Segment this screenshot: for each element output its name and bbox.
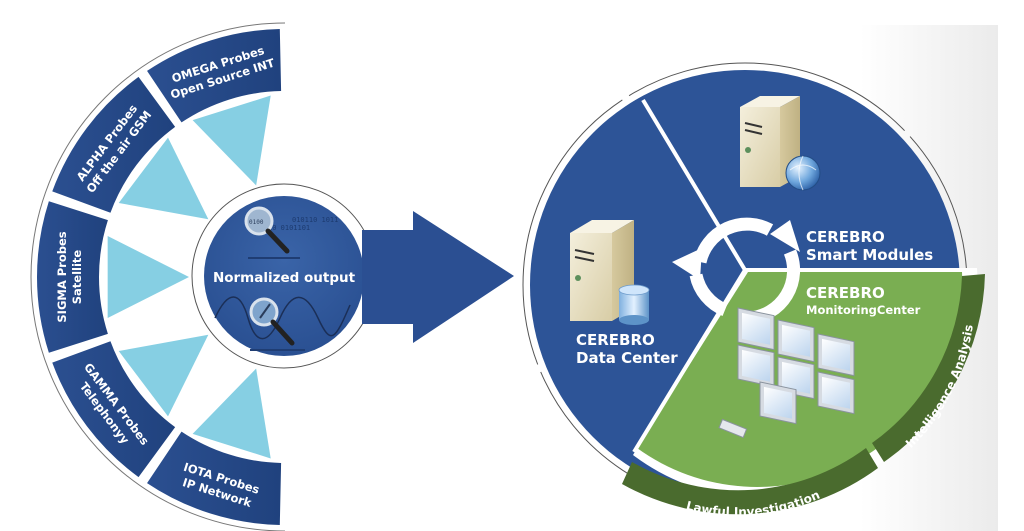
probe-arrow-icon — [118, 137, 209, 220]
probe-arrow-icon — [192, 368, 271, 459]
probe-segment — [147, 431, 282, 525]
monitoring-center-line1: CEREBRO — [806, 284, 885, 302]
normalized-output-hub: 010110 1011 10 0101101 0100 Normalized o… — [191, 183, 377, 369]
monitoring-center-line2: MonitoringCenter — [806, 303, 921, 317]
data-center-line2: Data Center — [576, 349, 678, 367]
sector-divider — [641, 98, 747, 272]
svg-text:0100: 0100 — [249, 219, 264, 226]
svg-text:010110 1011: 010110 1011 — [292, 216, 338, 224]
intelligence-analysis-band — [872, 274, 985, 462]
probe-arrow-icon — [118, 334, 209, 417]
smart-modules-line1: CEREBRO — [806, 228, 885, 246]
smart-modules-line2: Smart Modules — [806, 246, 933, 264]
magnifier-waveform-icon — [214, 296, 351, 351]
probe-segment — [147, 29, 282, 123]
probe-arrow-icon — [107, 236, 189, 318]
probe-segment — [36, 201, 108, 353]
hub-label: Normalized output — [213, 270, 356, 286]
lawful-investigation-band — [622, 448, 878, 515]
probe-segment — [52, 341, 176, 478]
arrow-right-icon — [362, 211, 514, 343]
keyboard-icon — [718, 418, 748, 439]
probe-label: SIGMA ProbesSatellite — [55, 231, 84, 322]
server-database-icon — [570, 220, 650, 325]
probe-segment — [52, 76, 176, 213]
server-globe-icon — [740, 96, 821, 191]
data-center-line1: CEREBRO — [576, 331, 655, 349]
cerebro-circle: Lawful Investigation Intelligence Analys… — [522, 62, 985, 519]
monitor-wall-icon — [718, 307, 855, 439]
magnifier-binary-icon: 010110 1011 10 0101101 0100 — [244, 206, 338, 259]
probe-arrow-icon — [192, 95, 271, 186]
svg-text:10 0101101: 10 0101101 — [268, 224, 310, 232]
